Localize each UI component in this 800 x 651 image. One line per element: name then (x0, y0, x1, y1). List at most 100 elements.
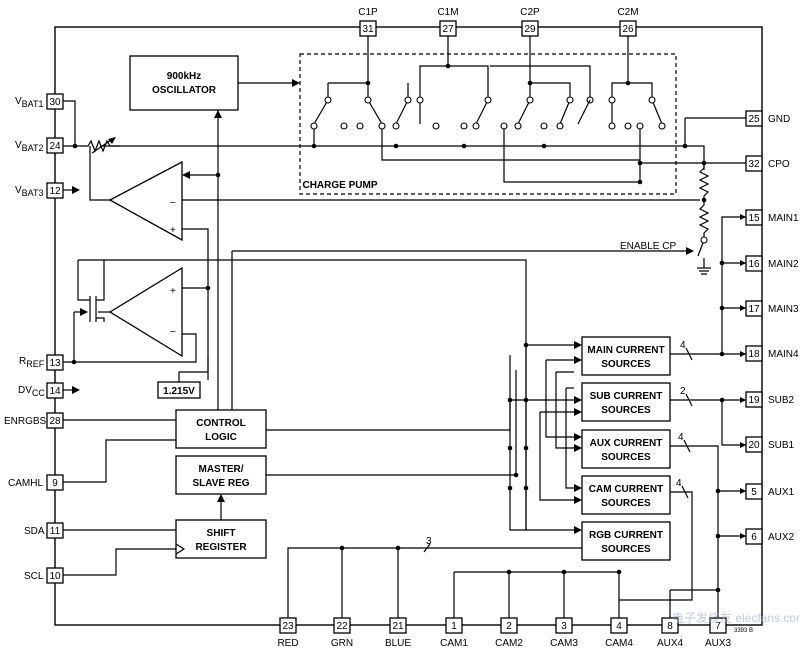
pin-23-number: 23 (282, 621, 294, 632)
aux-sources-label-2: SOURCES (601, 452, 651, 463)
pin-21-number: 21 (392, 621, 404, 632)
pin-26-name: C2M (617, 7, 638, 18)
bus-width-main: 4 (680, 340, 686, 351)
sub-current-sources-block: SUB CURRENT SOURCES (581, 382, 671, 422)
shift-register-label-2: REGISTER (195, 542, 247, 553)
pin-22-number: 22 (336, 621, 348, 632)
pin-main3-name: MAIN3 (768, 304, 799, 315)
pin-4-number: 4 (616, 621, 622, 632)
pin-30-number: 30 (49, 97, 61, 108)
pin-18-number: 18 (748, 349, 760, 360)
pin-11-number: 11 (50, 526, 61, 537)
pin-10-number: 10 (49, 571, 61, 582)
charge-pump-switches (310, 36, 666, 130)
control-logic-label-2: LOGIC (205, 432, 237, 443)
reference-amp: + – (108, 266, 183, 358)
pin-main4-name: MAIN4 (768, 349, 799, 360)
rgb-current-sources-block: RGB CURRENT SOURCES (581, 521, 671, 561)
pin-cam4-name: CAM4 (605, 638, 633, 649)
vref-block: 1.215V (157, 381, 201, 399)
pin-32-number: 32 (748, 159, 760, 170)
pin-dvcc-name: DVCC (18, 385, 45, 398)
pin-19-number: 19 (748, 395, 760, 406)
pin-13-number: 13 (49, 358, 61, 369)
amp2-plus: + (170, 286, 176, 297)
pin-29-name: C2P (520, 7, 540, 18)
pin-gnd-name: GND (768, 114, 790, 125)
pin-cam3-name: CAM3 (550, 638, 578, 649)
pin-cpo-name: CPO (768, 159, 790, 170)
sub-sources-label-2: SOURCES (601, 405, 651, 416)
chip-outline (54, 26, 763, 626)
master-slave-label-1: MASTER/ (199, 464, 244, 475)
pin-rref-name: RREF (19, 356, 45, 369)
pin-cam2-name: CAM2 (495, 638, 523, 649)
pin-29-number: 29 (524, 24, 536, 35)
pin-main1-name: MAIN1 (768, 213, 799, 224)
amp2-minus: – (170, 326, 176, 337)
rgb-sources-label-1: RGB CURRENT (589, 530, 663, 541)
sub-sources-label-1: SUB CURRENT (590, 391, 663, 402)
pin-aux3-name: AUX3 (705, 638, 732, 649)
figure-id: 3393 B (734, 628, 753, 634)
pin-16-number: 16 (748, 259, 760, 270)
shift-register-block: SHIFT REGISTER (175, 519, 267, 559)
pin-8-number: 8 (667, 621, 673, 632)
main-sources-label-1: MAIN CURRENT (587, 345, 664, 356)
pin-blue-name: BLUE (385, 638, 411, 649)
oscillator-label-1: 900kHz (167, 71, 201, 82)
pin-3-number: 3 (561, 621, 567, 632)
charge-pump-label: CHARGE PUMP (302, 180, 377, 191)
pin-cam1-name: CAM1 (440, 638, 468, 649)
amp1-plus: + (170, 225, 176, 236)
cam-sources-label-1: CAM CURRENT (589, 484, 663, 495)
pin-sub1-name: SUB1 (768, 440, 795, 451)
pin-31-name: C1P (358, 7, 378, 18)
pin-sda-name: SDA (24, 526, 45, 537)
amp1-minus: – (170, 197, 176, 208)
bus-width-aux: 4 (678, 432, 684, 443)
top-pins: 31 C1P 27 C1M 29 C2P 26 C2M (358, 7, 639, 37)
rgb-sources-label-2: SOURCES (601, 544, 651, 555)
cam-current-sources-block: CAM CURRENT SOURCES (581, 475, 671, 515)
pin-2-number: 2 (506, 621, 512, 632)
pin-aux4-name: AUX4 (657, 638, 684, 649)
master-slave-reg-block: MASTER/ SLAVE REG (175, 455, 267, 495)
pin-25-number: 25 (748, 114, 760, 125)
pin-27-name: C1M (437, 7, 458, 18)
pin-7-number: 7 (715, 621, 721, 632)
pin-grn-name: GRN (331, 638, 353, 649)
pin-vbat1-name: VBAT1 (15, 96, 44, 109)
pin-14-number: 14 (49, 386, 61, 397)
bottom-pins: 23 RED 22 GRN 21 BLUE 1 CAM1 2 CAM2 3 CA… (277, 617, 732, 649)
pin-31-number: 31 (362, 24, 374, 35)
pin-15-number: 15 (748, 213, 760, 224)
pin-main2-name: MAIN2 (768, 259, 799, 270)
cam-sources-label-2: SOURCES (601, 498, 651, 509)
main-current-sources-block: MAIN CURRENT SOURCES (581, 336, 671, 376)
pin-aux1-name: AUX1 (768, 487, 795, 498)
control-logic-label-1: CONTROL (196, 418, 245, 429)
charge-pump-block (299, 53, 677, 195)
oscillator-label-2: OSCILLATOR (152, 85, 217, 96)
pin-9-number: 9 (52, 478, 58, 489)
pin-24-number: 24 (49, 141, 61, 152)
pin-aux2-name: AUX2 (768, 532, 795, 543)
pin-17-number: 17 (748, 304, 760, 315)
pin-red-name: RED (277, 638, 298, 649)
bus-width-cam: 4 (676, 478, 682, 489)
pin-vbat3-name: VBAT3 (15, 185, 44, 198)
left-pins: 30 VBAT1 24 VBAT2 12 VBAT3 13 RREF 14 DV… (4, 93, 64, 584)
aux-current-sources-block: AUX CURRENT SOURCES (581, 429, 671, 469)
master-slave-label-2: SLAVE REG (192, 478, 249, 489)
right-pins: 25 GND 32 CPO 15 MAIN1 16 MAIN2 17 MAIN3… (745, 110, 799, 545)
pin-scl-name: SCL (24, 571, 44, 582)
aux-sources-label-1: AUX CURRENT (590, 438, 663, 449)
pin-enrgbs-name: ENRGBS (4, 416, 47, 427)
pin-6-number: 6 (751, 532, 757, 543)
pin-sub2-name: SUB2 (768, 395, 795, 406)
pin-5-number: 5 (751, 487, 757, 498)
bus-width-sub: 2 (680, 386, 686, 397)
pin-27-number: 27 (442, 24, 454, 35)
